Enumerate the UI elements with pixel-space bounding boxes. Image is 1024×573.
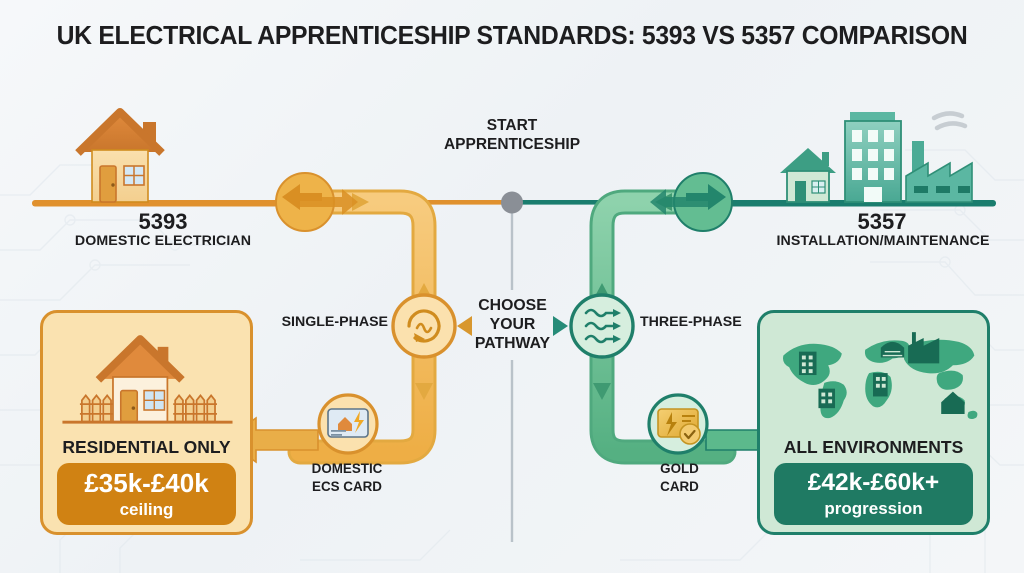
right-standard-subtitle: INSTALLATION/MAINTENANCE bbox=[776, 233, 990, 249]
world-map-buildings-icon bbox=[782, 332, 978, 420]
start-label-line2: APPRENTICESHIP bbox=[443, 136, 581, 153]
left-standard-subtitle: DOMESTIC ELECTRICIAN bbox=[74, 233, 252, 249]
gold-card-label-line2: CARD bbox=[660, 479, 699, 494]
three-phase-icon bbox=[569, 293, 635, 359]
left-salary-note: ceiling bbox=[119, 500, 174, 519]
right-outcome-card: ALL ENVIRONMENTS £42k-£60k+ progression bbox=[757, 310, 990, 535]
single-phase-label: SINGLE-PHASE bbox=[281, 314, 388, 330]
decision-label-line1: CHOOSE bbox=[478, 297, 547, 314]
domestic-ecs-card-icon bbox=[317, 393, 379, 455]
right-salary-amount: £42k-£60k+ bbox=[807, 468, 940, 496]
left-outcome-title: RESIDENTIAL ONLY bbox=[62, 437, 231, 457]
left-salary-badge: £35k-£40k ceiling bbox=[57, 463, 236, 525]
left-outcome-card: RESIDENTIAL ONLY £35k-£40k ceiling bbox=[40, 310, 253, 535]
single-phase-icon bbox=[391, 293, 457, 359]
three-phase-label: THREE-PHASE bbox=[640, 314, 742, 330]
left-standard-code: 5393 bbox=[138, 209, 188, 234]
start-node-dot bbox=[501, 191, 523, 214]
page-title: UK ELECTRICAL APPRENTICESHIP STANDARDS: … bbox=[56, 22, 968, 50]
ground-line-left bbox=[32, 200, 300, 207]
house-with-fence-icon bbox=[62, 335, 233, 424]
decision-arrows bbox=[457, 316, 568, 336]
ecs-card-label-line2: ECS CARD bbox=[312, 479, 382, 494]
right-standard-code: 5357 bbox=[857, 209, 907, 234]
ecs-card-label-line1: DOMESTIC bbox=[311, 461, 383, 476]
right-outcome-title: ALL ENVIRONMENTS bbox=[783, 437, 964, 457]
house-icon bbox=[75, 108, 165, 203]
city-buildings-icon bbox=[780, 111, 973, 203]
right-salary-note: progression bbox=[824, 499, 923, 519]
decision-label-line3: PATHWAY bbox=[474, 335, 551, 352]
right-salary-badge: £42k-£60k+ progression bbox=[774, 463, 973, 525]
gold-card-label-line1: GOLD bbox=[660, 461, 699, 476]
left-salary-amount: £35k-£40k bbox=[84, 468, 209, 498]
start-label-line1: START bbox=[486, 117, 538, 134]
gold-card-icon bbox=[647, 393, 709, 455]
decision-label-line2: YOUR bbox=[489, 316, 536, 333]
